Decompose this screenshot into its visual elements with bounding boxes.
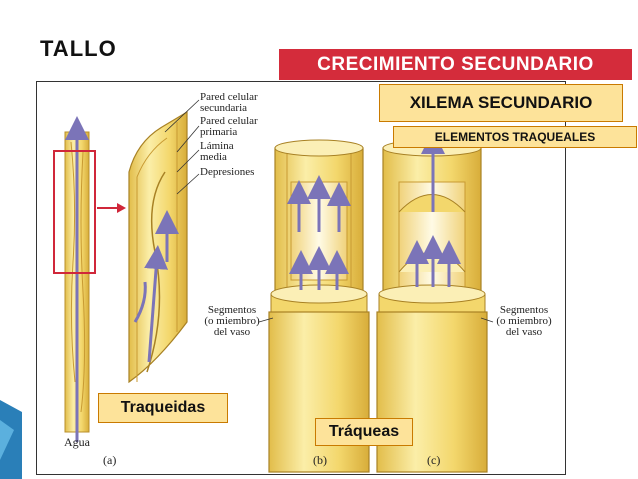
zoom-arrow-head [117, 203, 126, 213]
label-line: secundaria [200, 103, 258, 114]
tracheid-enlarged [129, 112, 187, 382]
label-segmentos-c: Segmentos (o miembro) del vaso [492, 305, 556, 338]
label-panel-b: (b) [313, 455, 327, 466]
label-panel-a: (a) [103, 455, 116, 466]
label-panel-c: (c) [427, 455, 440, 466]
label-agua: Agua [64, 437, 90, 448]
label-line: media [200, 152, 234, 163]
label-line: del vaso [200, 327, 264, 338]
label-line: primaria [200, 127, 258, 138]
label-pared-secundaria: Pared celular secundaria [200, 92, 258, 114]
label-depresiones: Depresiones [200, 167, 254, 178]
xilema-secundario-box: XILEMA SECUNDARIO [379, 84, 623, 122]
slide-corner-decoration [0, 400, 22, 479]
label-line: del vaso [492, 327, 556, 338]
label-segmentos-b: Segmentos (o miembro) del vaso [200, 305, 264, 338]
tracheid-stem [65, 128, 89, 442]
label-pared-primaria: Pared celular primaria [200, 116, 258, 138]
section-banner: CRECIMIENTO SECUNDARIO [279, 49, 632, 80]
traqueas-callout: Tráqueas [315, 418, 413, 446]
elementos-traqueales-box: ELEMENTOS TRAQUEALES [393, 126, 637, 148]
label-line: Depresiones [200, 167, 254, 178]
label-lamina-media: Lámina media [200, 141, 234, 163]
traqueidas-callout: Traqueidas [98, 393, 228, 423]
page-title: TALLO [40, 36, 117, 62]
